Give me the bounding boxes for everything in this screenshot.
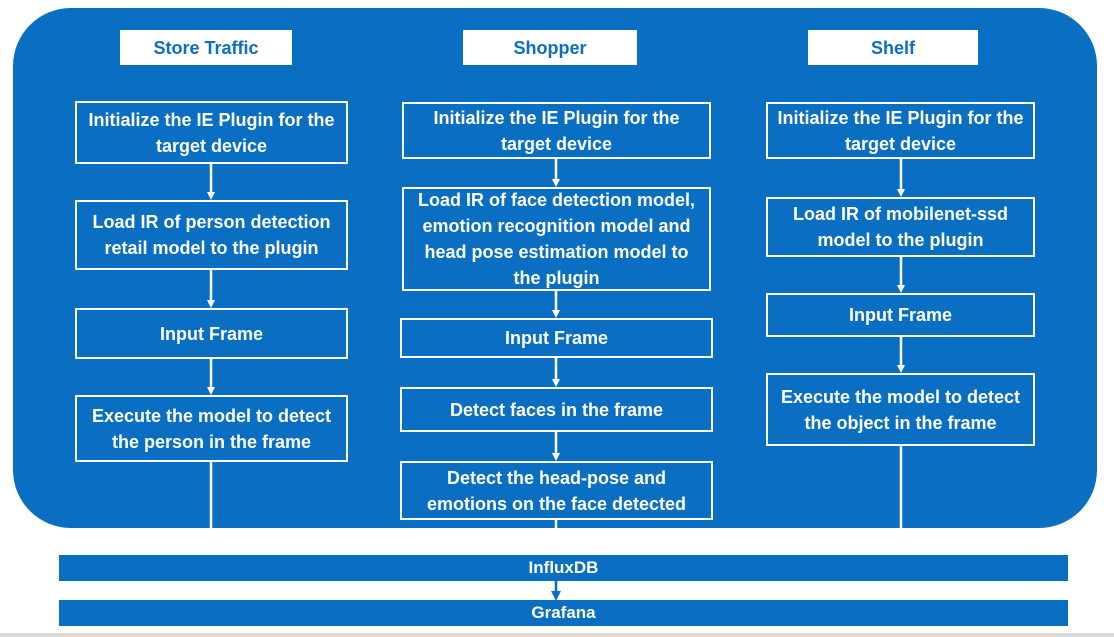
store-traffic-step-input-frame: Input Frame: [75, 308, 348, 359]
shopper-step-init-plugin: Initialize the IE Plugin for the target …: [402, 102, 711, 159]
shelf-step-input-frame: Input Frame: [766, 293, 1035, 337]
shelf-step-execute-model: Execute the model to detect the object i…: [766, 373, 1035, 446]
store-traffic-step-execute-model: Execute the model to detect the person i…: [75, 395, 348, 462]
store-traffic-step-load-ir: Load IR of person detection retail model…: [75, 200, 348, 270]
shopper-step-input-frame: Input Frame: [400, 318, 713, 358]
grafana-bar: Grafana: [59, 600, 1068, 626]
shopper-step-detect-headpose-emotions: Detect the head-pose and emotions on the…: [400, 461, 713, 520]
header-shopper: Shopper: [461, 28, 639, 67]
header-store-traffic: Store Traffic: [118, 28, 294, 67]
shopper-step-detect-faces: Detect faces in the frame: [400, 387, 713, 432]
influxdb-bar: InfluxDB: [59, 555, 1068, 581]
shelf-step-init-plugin: Initialize the IE Plugin for the target …: [766, 102, 1035, 159]
bottom-divider: [0, 633, 1114, 637]
shelf-step-load-ir: Load IR of mobilenet-ssd model to the pl…: [766, 197, 1035, 257]
header-shelf: Shelf: [806, 28, 980, 67]
shopper-step-load-ir: Load IR of face detection model, emotion…: [402, 187, 711, 291]
store-traffic-step-init-plugin: Initialize the IE Plugin for the target …: [75, 101, 348, 164]
